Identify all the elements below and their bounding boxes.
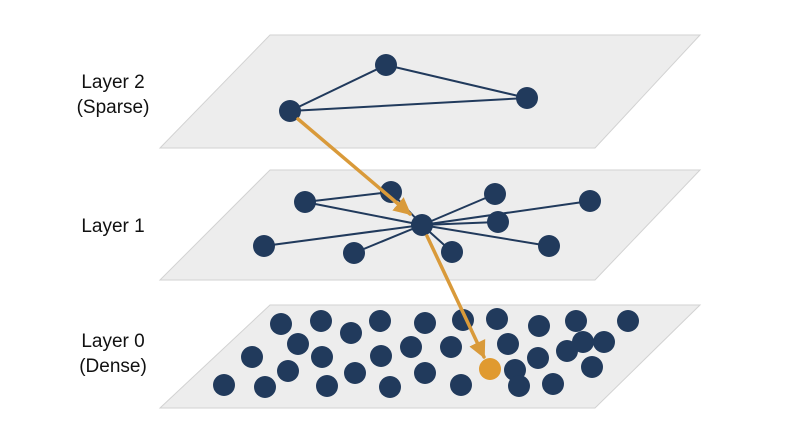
node [310, 310, 332, 332]
node [414, 312, 436, 334]
node [572, 331, 594, 353]
node [542, 373, 564, 395]
node [579, 190, 601, 212]
layer-2-nodes [279, 54, 538, 122]
layer-0-nodes [213, 308, 639, 398]
layer-2-label: Layer 2 (Sparse) [48, 71, 178, 120]
node [400, 336, 422, 358]
edge [353, 224, 423, 254]
layer-1-nodes [253, 181, 601, 264]
layer-2-plane [158, 34, 702, 149]
node [617, 310, 639, 332]
node [593, 331, 615, 353]
node [414, 362, 436, 384]
node [486, 308, 508, 330]
entry-node [279, 100, 301, 122]
search-path [296, 117, 486, 359]
layer-2-edges [289, 64, 528, 112]
node [343, 242, 365, 264]
edge [421, 221, 499, 226]
edge [289, 64, 387, 112]
layer-2-name: Layer 2 [81, 72, 145, 93]
edge [421, 224, 550, 247]
node [508, 375, 530, 397]
layer-2-subtitle: (Sparse) [76, 96, 150, 118]
layer-0-subtitle: (Dense) [79, 355, 147, 377]
edge [421, 193, 496, 226]
layer-0-name: Layer 0 [81, 331, 145, 352]
node [375, 54, 397, 76]
node [344, 362, 366, 384]
node [311, 346, 333, 368]
node [441, 241, 463, 263]
node [565, 310, 587, 332]
node [287, 333, 309, 355]
node [253, 235, 275, 257]
node [528, 315, 550, 337]
node [450, 374, 472, 396]
edge [421, 200, 591, 226]
node [379, 376, 401, 398]
node [497, 333, 519, 355]
node [340, 322, 362, 344]
node [294, 191, 316, 213]
node [556, 340, 578, 362]
node [484, 183, 506, 205]
node [516, 87, 538, 109]
node [270, 313, 292, 335]
node [440, 336, 462, 358]
node [241, 346, 263, 368]
edge [304, 191, 392, 203]
node [316, 375, 338, 397]
node [254, 376, 276, 398]
edge [263, 224, 423, 247]
layer-0-label: Layer 0 (Dense) [48, 330, 178, 379]
node [581, 356, 603, 378]
edge [304, 201, 423, 226]
edge [385, 64, 528, 99]
edge [289, 97, 528, 112]
layer-0-plane [158, 304, 702, 409]
hub-node [411, 214, 433, 236]
target-node [479, 358, 501, 380]
search-arrow-layer-1-to-0 [425, 234, 486, 359]
node [487, 211, 509, 233]
search-arrow-layer-2-to-1 [296, 117, 412, 216]
layer-1-name: Layer 1 [81, 216, 145, 237]
layer-1-label: Layer 1 [48, 215, 178, 240]
node [538, 235, 560, 257]
node [370, 345, 392, 367]
node [277, 360, 299, 382]
node [527, 347, 549, 369]
node [213, 374, 235, 396]
node [369, 310, 391, 332]
